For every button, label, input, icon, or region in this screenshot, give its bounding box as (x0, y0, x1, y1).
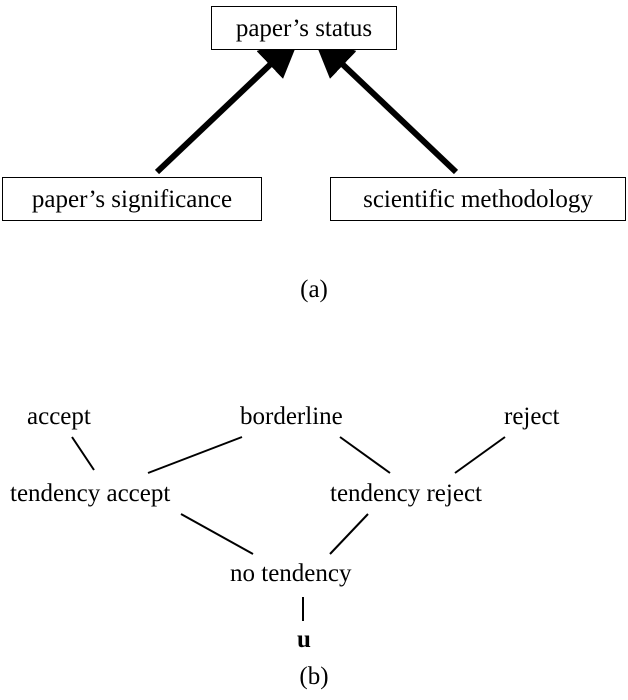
node-scientific-methodology-label: scientific methodology (363, 185, 593, 213)
edge-reject-to-tendency-reject (454, 436, 506, 474)
node-accept[interactable]: accept (27, 403, 91, 430)
node-bottom-element-u[interactable]: u (297, 626, 311, 653)
node-reject[interactable]: reject (504, 403, 560, 430)
node-no-tendency[interactable]: no tendency (230, 560, 352, 587)
node-borderline[interactable]: borderline (240, 403, 343, 430)
node-scientific-methodology[interactable]: scientific methodology (330, 177, 626, 221)
node-tendency-reject[interactable]: tendency reject (330, 480, 482, 507)
edge-borderline-to-tendency-accept (147, 436, 243, 474)
edge-accept-to-tendency-accept (71, 436, 95, 471)
caption-panel-b: (b) (299, 663, 329, 690)
edge-tendency-reject-to-no-tendency (329, 513, 369, 555)
node-papers-status[interactable]: paper’s status (211, 6, 397, 50)
edge-borderline-to-tendency-reject (339, 436, 391, 474)
caption-panel-a: (a) (300, 276, 328, 303)
edge-methodology-to-status (312, 36, 459, 175)
edge-tendency-accept-to-no-tendency (180, 513, 254, 555)
edge-significance-to-status (154, 36, 301, 175)
node-tendency-accept[interactable]: tendency accept (10, 480, 171, 507)
node-papers-status-label: paper’s status (235, 14, 373, 42)
node-papers-significance-label: paper’s significance (31, 185, 233, 213)
node-papers-significance[interactable]: paper’s significance (2, 177, 262, 221)
